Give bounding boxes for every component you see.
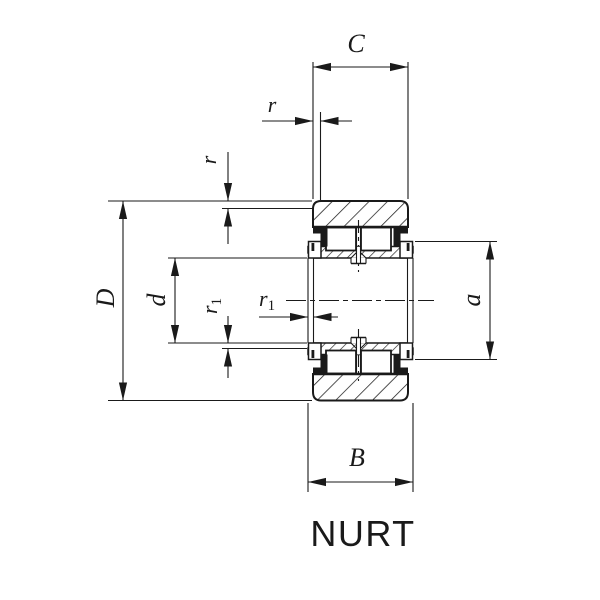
dim-a: a <box>415 240 497 361</box>
label-B: B <box>349 443 365 472</box>
label-C: C <box>347 29 365 58</box>
label-r1-center: r1 <box>259 286 275 314</box>
dim-C: C <box>312 29 409 199</box>
label-a: a <box>457 294 486 307</box>
outer-ring-section <box>312 200 409 402</box>
label-r-left: r <box>196 155 221 164</box>
dim-D: D <box>91 200 312 402</box>
side-plates <box>307 240 414 361</box>
dim-d: d <box>142 257 307 344</box>
dim-r1-center: r1 <box>259 286 338 322</box>
dim-B: B <box>307 403 414 492</box>
series-caption: NURT <box>310 513 415 554</box>
label-D: D <box>91 288 120 308</box>
bore-detail-lines <box>307 228 414 373</box>
outer-ring-ribs <box>313 226 408 375</box>
label-d: d <box>142 293 171 307</box>
label-r-top: r <box>268 92 277 117</box>
dim-r1-left: r1 <box>197 298 307 378</box>
label-r1-left: r1 <box>197 298 225 314</box>
dim-r-left: r <box>196 152 313 244</box>
dim-r-top: r <box>262 92 352 200</box>
